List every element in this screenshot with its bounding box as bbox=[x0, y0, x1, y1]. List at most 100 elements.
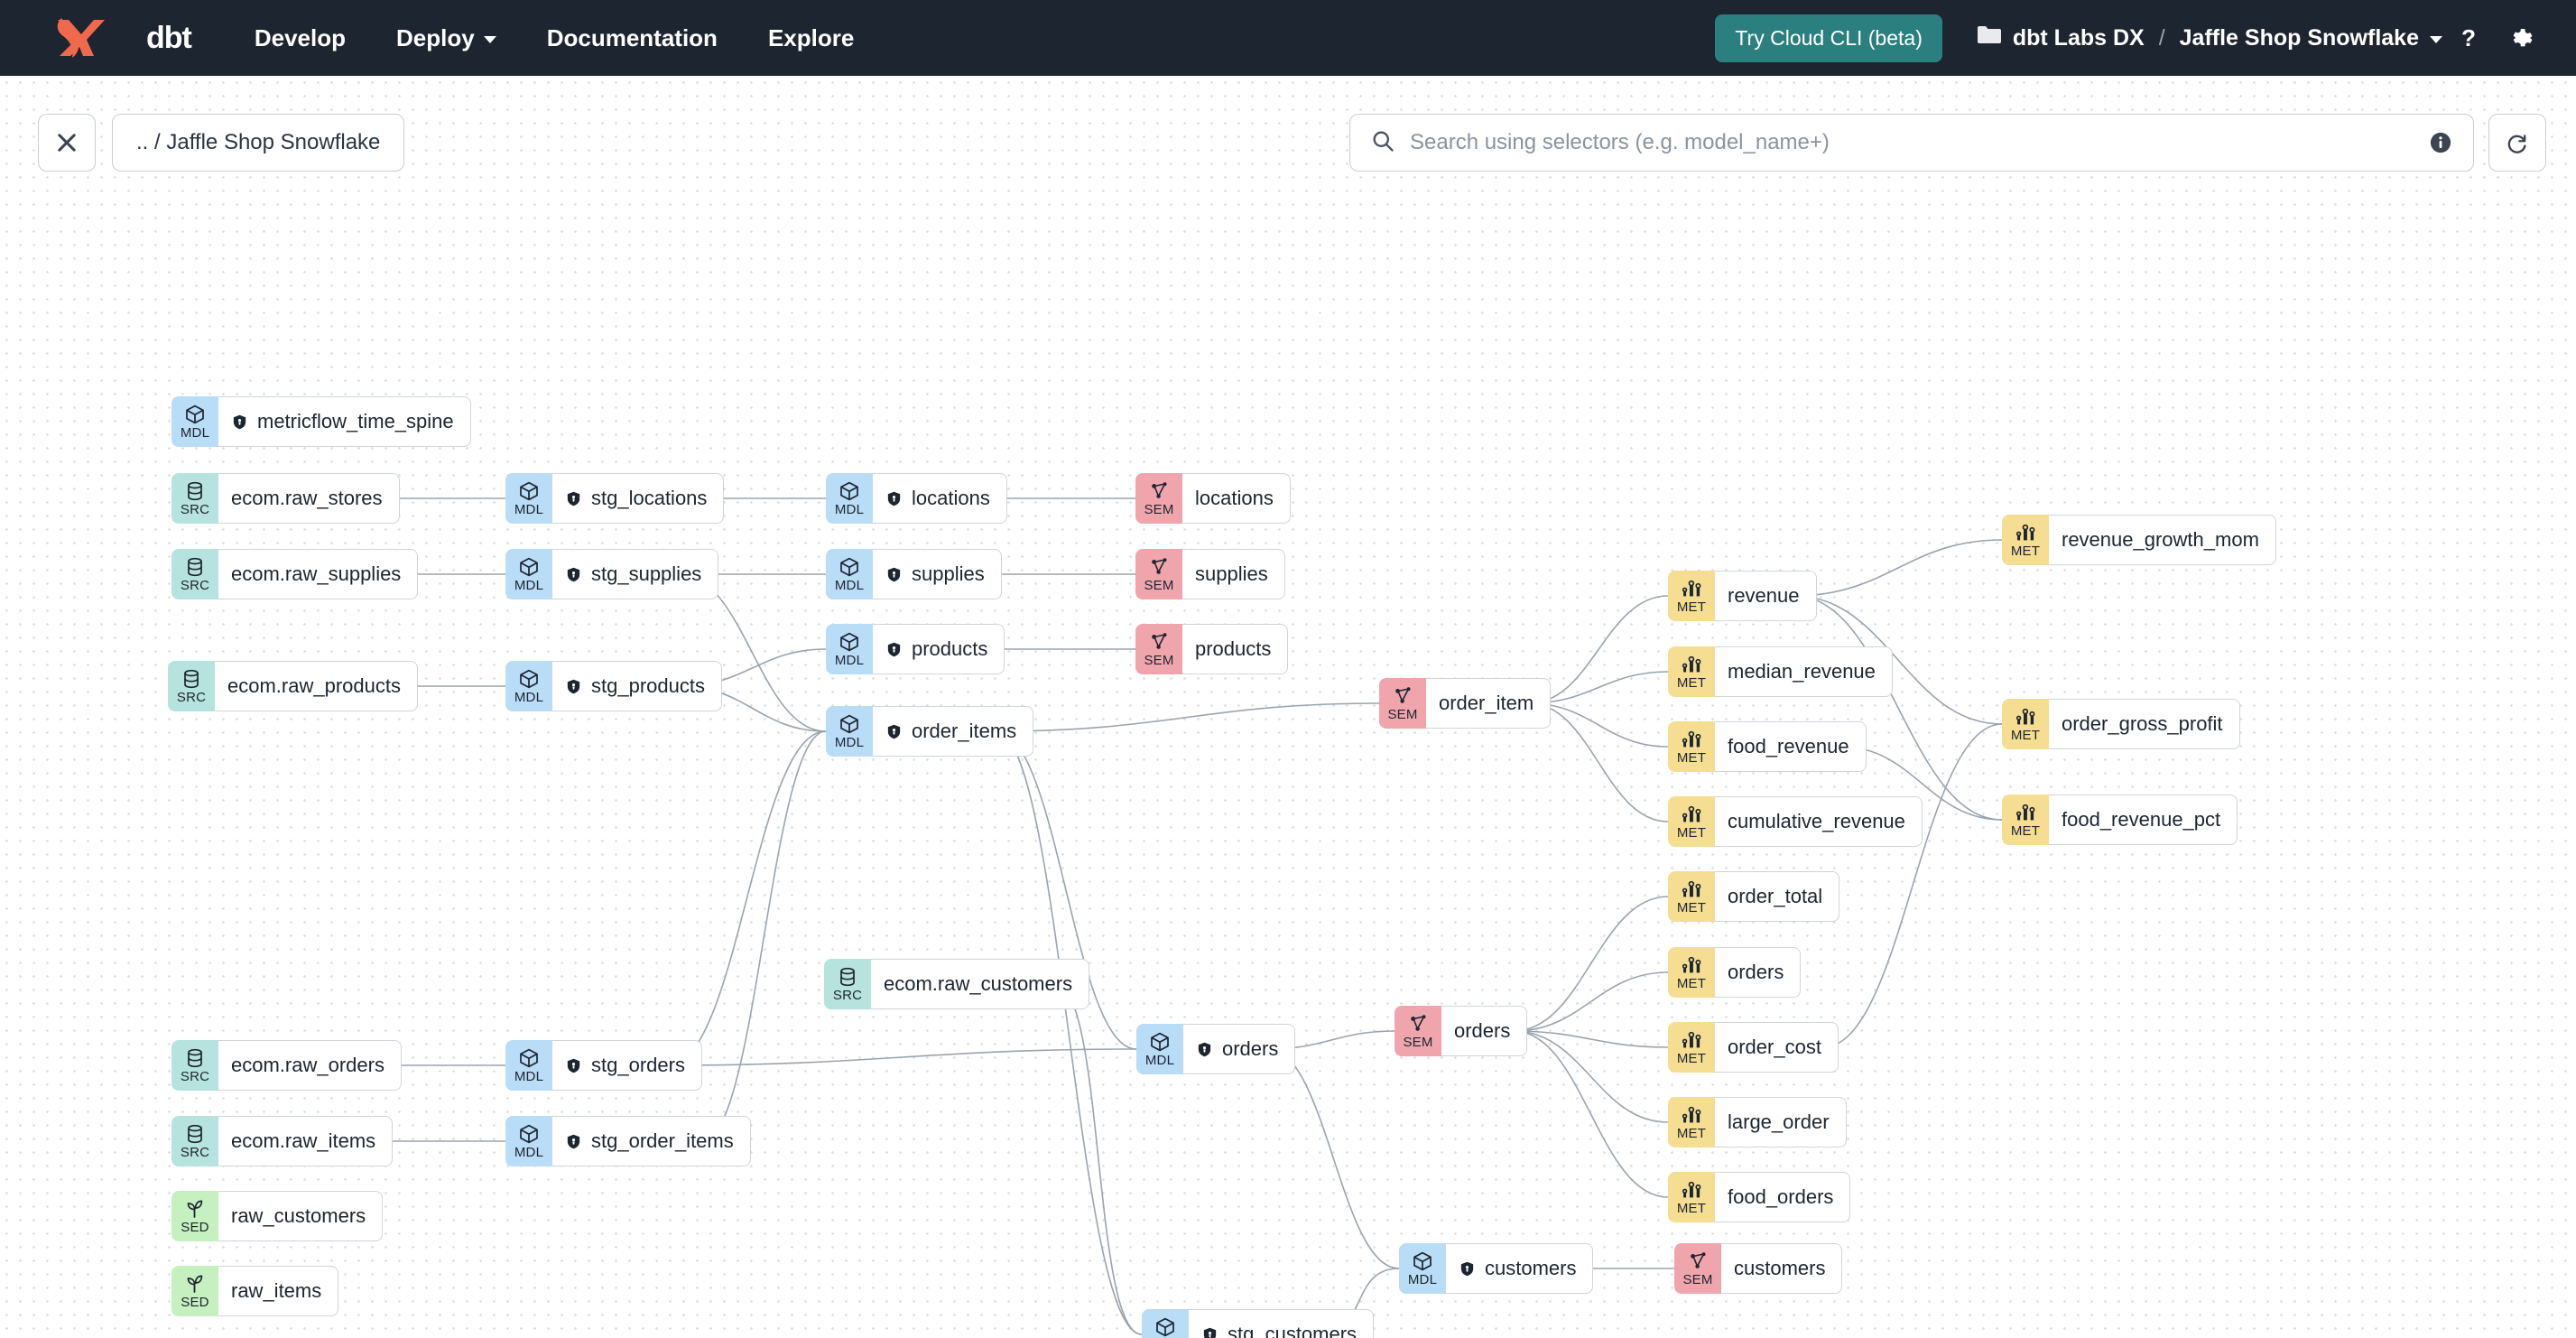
node-body: orders bbox=[1441, 1006, 1528, 1056]
met-icon bbox=[1681, 1029, 1702, 1051]
node-type-badge-met: MET bbox=[1668, 947, 1715, 998]
breadcrumb-separator: / bbox=[2158, 24, 2165, 51]
mdl-icon bbox=[1412, 1250, 1433, 1272]
node-type-badge-sed: SED bbox=[171, 1266, 218, 1316]
nav-link-deploy[interactable]: Deploy bbox=[371, 15, 522, 61]
nav-link-develop[interactable]: Develop bbox=[229, 15, 371, 61]
node-body: products bbox=[1182, 624, 1289, 674]
node-label: stg_customers bbox=[1228, 1323, 1357, 1338]
node-label: revenue_growth_mom bbox=[2062, 528, 2259, 551]
node-body: ecom.raw_items bbox=[218, 1116, 394, 1166]
node-type-badge-src: SRC bbox=[171, 1116, 218, 1166]
mdl-icon bbox=[839, 480, 860, 502]
project-name-dropdown[interactable]: Jaffle Shop Snowflake bbox=[2180, 25, 2442, 51]
node-body: order_gross_profit bbox=[2049, 699, 2240, 749]
node-body: ecom.raw_customers bbox=[871, 959, 1090, 1009]
node-label: stg_products bbox=[591, 674, 705, 697]
node-label: locations bbox=[912, 487, 990, 509]
met-icon bbox=[1681, 578, 1702, 599]
node-label: order_item bbox=[1439, 692, 1534, 714]
close-lineage-button[interactable] bbox=[38, 114, 96, 172]
dbt-logo[interactable]: dbt bbox=[29, 14, 192, 61]
primary-nav-links: Develop Deploy Documentation Explore bbox=[229, 15, 879, 61]
lineage-edge bbox=[1793, 595, 2003, 821]
shield-icon bbox=[885, 641, 903, 658]
node-label: products bbox=[1195, 637, 1272, 660]
node-label: ecom.raw_items bbox=[231, 1129, 376, 1152]
lineage-breadcrumb-button[interactable]: .. / Jaffle Shop Snowflake bbox=[112, 114, 405, 172]
search-input[interactable] bbox=[1410, 130, 2414, 155]
lineage-node-sem_order_item[interactable]: SEM order_item bbox=[1379, 678, 1552, 729]
settings-button[interactable] bbox=[2495, 19, 2547, 57]
nav-link-explore-label: Explore bbox=[767, 23, 855, 51]
account-name[interactable]: dbt Labs DX bbox=[2012, 24, 2145, 51]
met-icon bbox=[1681, 954, 1702, 976]
node-type-badge-mdl: MDL bbox=[826, 706, 873, 757]
lineage-edge bbox=[1822, 723, 2003, 1048]
node-type-badge-met: MET bbox=[1668, 871, 1715, 922]
node-type-code: MDL bbox=[514, 1069, 544, 1084]
chevron-down-icon bbox=[483, 35, 496, 43]
mdl-icon bbox=[839, 631, 860, 653]
refresh-lineage-button[interactable] bbox=[2488, 114, 2546, 172]
node-type-badge-met: MET bbox=[2002, 794, 2049, 845]
lineage-edge bbox=[1793, 595, 2003, 725]
try-cloud-cli-button[interactable]: Try Cloud CLI (beta) bbox=[1715, 14, 1942, 62]
met-icon bbox=[1681, 654, 1702, 675]
node-body: large_order bbox=[1715, 1097, 1847, 1148]
dbt-logo-icon bbox=[57, 18, 105, 58]
nav-link-documentation[interactable]: Documentation bbox=[522, 15, 743, 61]
src-icon bbox=[837, 966, 858, 988]
node-label: cumulative_revenue bbox=[1728, 810, 1905, 832]
node-type-badge-sem: SEM bbox=[1379, 678, 1426, 729]
src-icon bbox=[184, 556, 206, 578]
node-body: cumulative_revenue bbox=[1715, 796, 1923, 847]
search-info-button[interactable] bbox=[2428, 130, 2453, 155]
selector-search-box[interactable] bbox=[1349, 114, 2474, 172]
shield-icon bbox=[1201, 1326, 1219, 1338]
node-type-code: MDL bbox=[514, 1145, 544, 1160]
nav-link-explore[interactable]: Explore bbox=[743, 15, 879, 61]
help-button[interactable]: ? bbox=[2442, 19, 2495, 57]
lineage-node-src_items[interactable]: SRC ecom.raw_items bbox=[171, 1116, 394, 1166]
lineage-edge bbox=[1513, 971, 1669, 1032]
